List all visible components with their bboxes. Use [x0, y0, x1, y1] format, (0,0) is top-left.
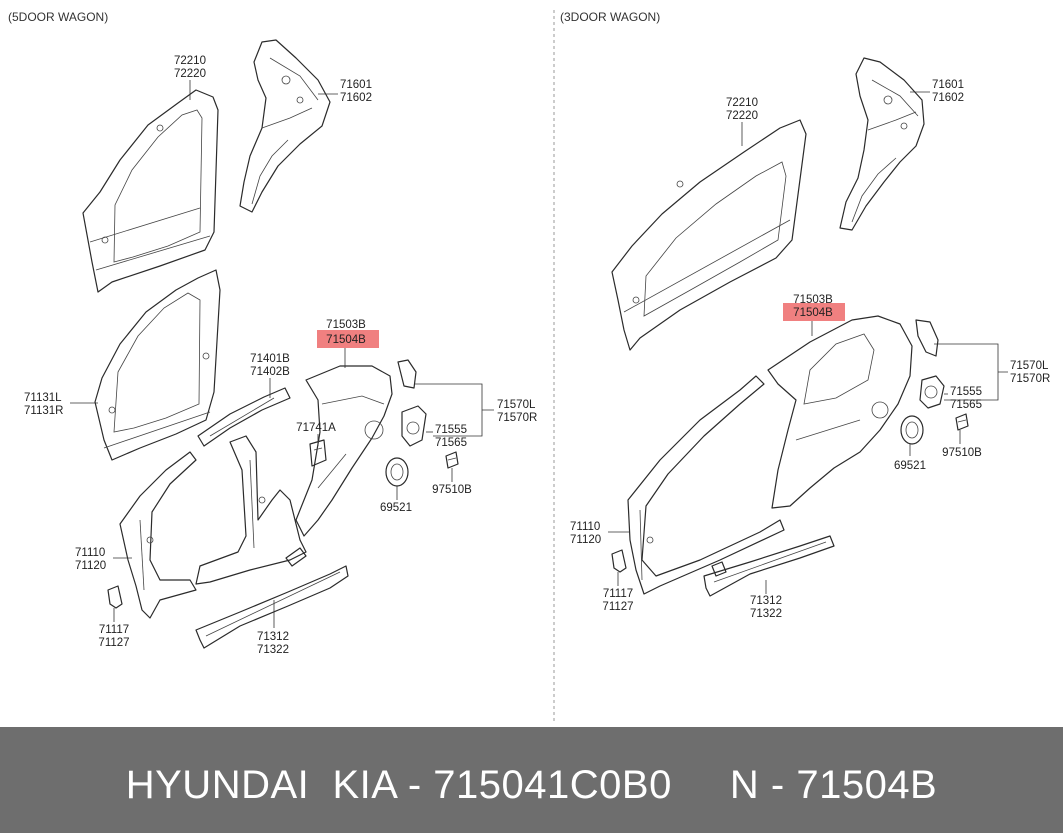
- footer-part-number-text: HYUNDAI KIA - 715041C0B0 N - 71504B: [125, 763, 938, 807]
- part-quarter-outer-left: [295, 365, 393, 537]
- label-97510b: 97510B: [942, 447, 982, 459]
- section-title-3door: (3DOOR WAGON): [560, 10, 660, 24]
- part-number-footer: HYUNDAI KIA - 715041C0B0 N - 71504B: [0, 727, 1063, 833]
- label-71504b: 71504B: [326, 334, 366, 346]
- label-71117: 71117: [99, 624, 129, 636]
- label-71570r: 71570R: [497, 412, 537, 424]
- label-71401b: 71401B: [250, 353, 290, 365]
- section-title-5door: (5DOOR WAGON): [8, 10, 108, 24]
- part-quarter-inner-right: [839, 57, 925, 231]
- label-71110: 71110: [75, 547, 105, 559]
- label-69521: 69521: [380, 502, 412, 514]
- label-71131r: 71131R: [24, 405, 63, 417]
- part-quarter-inner-left: [239, 39, 331, 213]
- left-assembly: 72210 72220 71601 71602 71503B 71504B 71…: [24, 39, 537, 656]
- highlight-box-left: [317, 330, 379, 348]
- label-71602: 71602: [932, 92, 964, 104]
- part-inner-side-frame-upper-left: [82, 89, 219, 293]
- part-small-bracket-right: [611, 549, 627, 573]
- label-97510b: 97510B: [432, 484, 472, 496]
- label-71503b: 71503B: [326, 319, 366, 331]
- label-71503b: 71503B: [793, 294, 833, 306]
- label-71504b: 71504B: [793, 307, 833, 319]
- label-71565: 71565: [950, 399, 982, 411]
- label-71402b: 71402B: [250, 366, 290, 378]
- highlight-box-right: [783, 303, 845, 321]
- label-71570l: 71570L: [1010, 360, 1049, 372]
- label-71570r: 71570R: [1010, 373, 1050, 385]
- label-71601: 71601: [340, 79, 372, 91]
- label-71322: 71322: [257, 644, 289, 656]
- right-assembly: 72210 72220 71601 71602 71503B 71504B 71…: [570, 57, 1050, 620]
- part-inner-side-frame-upper-right: [611, 119, 807, 351]
- label-71741a: 71741A: [296, 422, 336, 434]
- part-clip-left: [445, 451, 459, 469]
- label-71110: 71110: [570, 521, 600, 533]
- label-71312: 71312: [750, 595, 782, 607]
- label-71565: 71565: [435, 437, 467, 449]
- label-71120: 71120: [75, 560, 106, 572]
- label-69521: 69521: [894, 460, 926, 472]
- part-side-sill-left: [195, 547, 349, 649]
- label-72220: 72220: [726, 110, 758, 122]
- label-71555: 71555: [435, 424, 467, 436]
- part-side-sill-right: [703, 535, 835, 597]
- part-fuel-housing-right: [915, 319, 945, 409]
- part-roof-rail-left: [197, 387, 291, 447]
- part-small-bracket-left: [107, 585, 123, 609]
- label-71117: 71117: [603, 588, 633, 600]
- label-72220: 72220: [174, 68, 206, 80]
- label-72210: 72210: [174, 55, 206, 67]
- label-71602: 71602: [340, 92, 372, 104]
- label-71120: 71120: [570, 534, 601, 546]
- part-fuel-door-left: [385, 457, 409, 487]
- label-71570l: 71570L: [497, 399, 536, 411]
- part-outer-side-panel-left: [119, 435, 307, 619]
- part-fuel-door-right: [900, 415, 924, 445]
- label-71312: 71312: [257, 631, 289, 643]
- part-bracket-71741a: [309, 439, 327, 467]
- label-71131l: 71131L: [24, 392, 62, 404]
- label-72210: 72210: [726, 97, 758, 109]
- label-71555: 71555: [950, 386, 982, 398]
- label-71601: 71601: [932, 79, 964, 91]
- part-clip-right: [955, 413, 969, 431]
- exploded-parts-diagram: (5DOOR WAGON) (3DOOR WAGON): [8, 10, 1050, 722]
- part-fuel-housing-left: [397, 359, 427, 447]
- part-outer-side-panel-right: [627, 315, 913, 595]
- label-71127: 71127: [98, 637, 129, 649]
- label-71127: 71127: [602, 601, 633, 613]
- part-inner-side-assy-left: [94, 269, 221, 461]
- label-71322: 71322: [750, 608, 782, 620]
